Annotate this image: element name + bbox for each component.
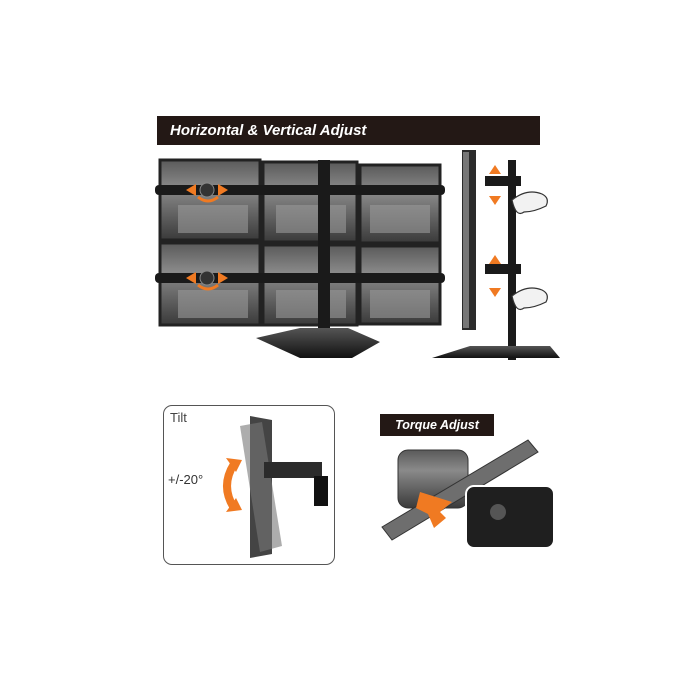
orange-arrow-icon xyxy=(186,184,228,291)
side-view xyxy=(432,150,560,360)
orange-arrow-icon xyxy=(489,165,501,297)
stand-base xyxy=(256,328,380,358)
torque-illustration xyxy=(381,439,555,549)
main-banner-title: Horizontal & Vertical Adjust xyxy=(170,122,367,139)
curved-tilt-arrow-icon xyxy=(223,461,238,511)
hand-icon xyxy=(511,191,548,311)
monitor-grid xyxy=(158,158,442,327)
mount-arms xyxy=(155,160,445,350)
main-banner: Horizontal & Vertical Adjust xyxy=(157,116,540,145)
tilt-title: Tilt xyxy=(170,410,187,425)
torque-label: Torque Adjust xyxy=(380,414,494,436)
tilt-panel: Tilt +/-20° xyxy=(163,405,335,565)
tilt-drawing xyxy=(223,416,328,558)
orange-arrow-icon xyxy=(416,492,452,528)
tilt-angle-label: +/-20° xyxy=(168,472,204,487)
torque-label-text: Torque Adjust xyxy=(395,418,479,432)
